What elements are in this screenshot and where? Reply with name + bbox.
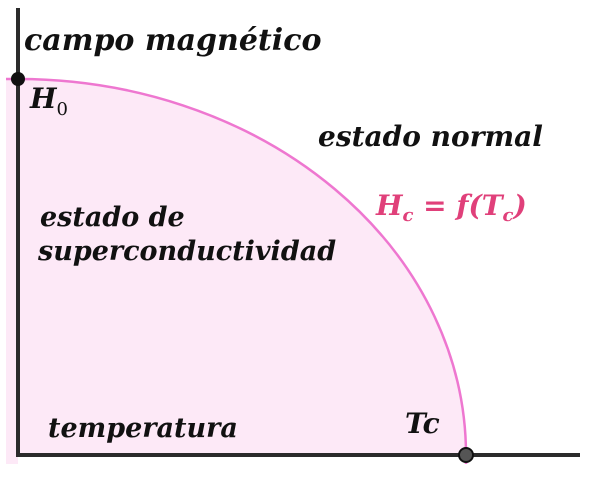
critical-field-label: Hc = f(Tc) bbox=[375, 189, 527, 226]
h0-point[interactable] bbox=[11, 72, 25, 86]
h0-subscript: 0 bbox=[56, 99, 67, 120]
critical-field-curve bbox=[6, 77, 468, 464]
normal-state-label: estado normal bbox=[318, 120, 543, 153]
hc-main: H bbox=[375, 189, 404, 222]
hc-close-paren: ) bbox=[512, 189, 527, 222]
tc-subscript: c bbox=[503, 205, 514, 226]
tc-point[interactable] bbox=[458, 447, 474, 463]
region-left-margin bbox=[6, 79, 18, 464]
tc-label: Tc bbox=[405, 407, 440, 440]
hc-equation: = f(T bbox=[413, 189, 504, 222]
h0-main: H bbox=[29, 82, 58, 115]
x-axis-label: temperatura bbox=[48, 413, 238, 444]
superconducting-region bbox=[18, 79, 466, 455]
h0-label: H0 bbox=[29, 82, 68, 120]
superconducting-label-line1: estado de bbox=[40, 202, 185, 233]
hc-subscript: c bbox=[402, 205, 413, 226]
superconducting-label-line2: superconductividad bbox=[37, 236, 336, 267]
y-axis-label: campo magnético bbox=[24, 23, 321, 58]
